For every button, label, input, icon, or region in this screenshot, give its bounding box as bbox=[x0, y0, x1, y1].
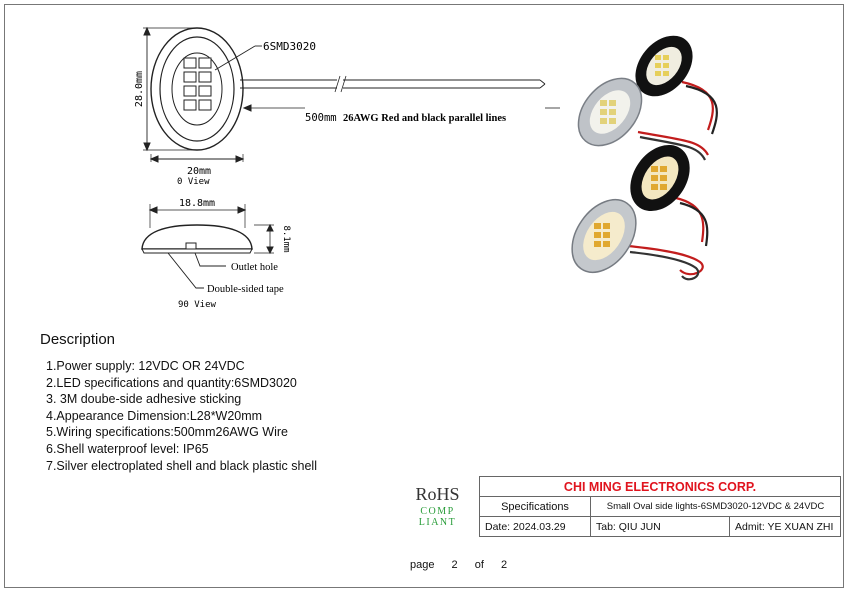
side-width-label: 18.8mm bbox=[179, 198, 215, 209]
page-indicator: page 2 of 2 bbox=[410, 559, 517, 571]
page-word: page bbox=[410, 559, 435, 571]
title-block: CHI MING ELECTRONICS CORP. Specification… bbox=[479, 476, 841, 537]
rohs-logo: RoHS COMP LIANT bbox=[400, 484, 475, 528]
outlet-hole-label: Outlet hole bbox=[231, 262, 278, 273]
height-dim-label: 28.0mm bbox=[134, 71, 145, 107]
rohs-compliant: COMP LIANT bbox=[418, 506, 457, 528]
admit-cell: Admit: YE XUAN ZHI bbox=[729, 516, 841, 537]
led-chips bbox=[183, 57, 212, 111]
rohs-mark: RoHS bbox=[415, 484, 460, 504]
side-view bbox=[141, 204, 274, 289]
top-view-caption: 0 View bbox=[177, 177, 210, 187]
list-item: 2.LED specifications and quantity:6SMD30… bbox=[46, 375, 297, 390]
wire-length-label: 500mm bbox=[305, 112, 337, 124]
list-item: 5.Wiring specifications:500mm26AWG Wire bbox=[46, 425, 288, 440]
list-item: 1.Power supply: 12VDC OR 24VDC bbox=[46, 359, 245, 373]
list-item: 4.Appearance Dimension:L28*W20mm bbox=[46, 408, 263, 423]
tape-label: Double-sided tape bbox=[207, 284, 284, 295]
page-total: 2 bbox=[500, 559, 508, 571]
wire-desc-label: 26AWG Red and black parallel lines bbox=[343, 113, 506, 124]
page-current: 2 bbox=[451, 559, 458, 571]
side-view-caption: 90 View bbox=[178, 300, 217, 310]
spec-label: Specifications bbox=[479, 496, 591, 517]
led-spec-label: 6SMD3020 bbox=[263, 40, 316, 53]
company-name: CHI MING ELECTRONICS CORP. bbox=[479, 476, 841, 497]
spec-value: Small Oval side lights-6SMD3020-12VDC & … bbox=[590, 496, 841, 517]
width-dim-label: 20mm bbox=[187, 166, 211, 177]
page-of-word: of bbox=[474, 559, 484, 571]
product-photo bbox=[571, 35, 718, 281]
list-item: 6.Shell waterproof level: IP65 bbox=[46, 441, 209, 456]
date-cell: Date: 2024.03.29 bbox=[479, 516, 591, 537]
top-view bbox=[143, 26, 560, 163]
list-item: 7.Silver electroplated shell and black p… bbox=[46, 458, 317, 473]
side-height-label: 8.1mm bbox=[281, 225, 291, 252]
page-frame bbox=[4, 4, 844, 588]
description-list: 1.Power supply: 12VDC OR 24VDC 2.LED spe… bbox=[46, 358, 317, 474]
tab-cell: Tab: QIU JUN bbox=[590, 516, 730, 537]
list-item: 3. 3M doube-side adhesive sticking bbox=[46, 392, 242, 407]
description-title: Description bbox=[40, 331, 116, 348]
technical-drawing: 6SMD3020 28.0mm 20mm 0 View 500mm 26AWG … bbox=[134, 26, 718, 310]
